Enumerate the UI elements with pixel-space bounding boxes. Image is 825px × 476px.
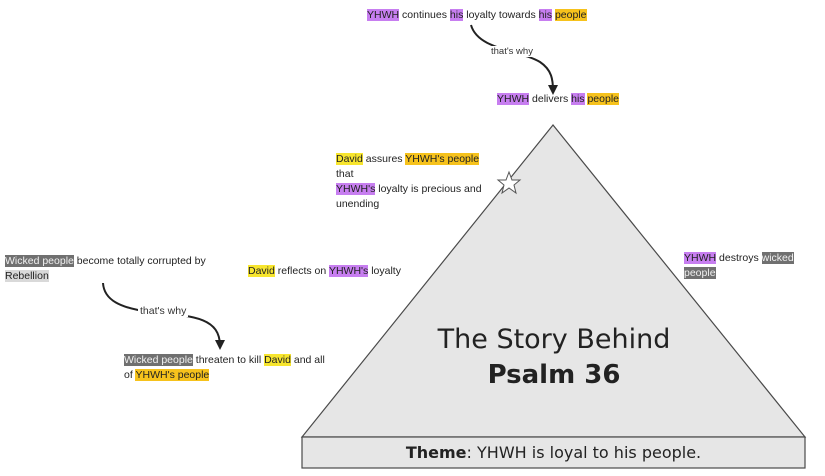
diagram-title: The Story Behind Psalm 36: [420, 322, 688, 392]
highlight-rebellion: Rebellion: [5, 270, 49, 282]
text: and all: [290, 354, 325, 366]
star-icon: [496, 170, 522, 195]
highlight-his: his: [571, 93, 585, 105]
text: loyalty is precious and: [375, 183, 482, 195]
highlight-yhwh: YHWH: [684, 252, 717, 264]
note-david-assures: David assures YHWH's people that YHWH's …: [336, 152, 496, 212]
title-line-1: The Story Behind: [437, 324, 671, 355]
text: reflects on: [274, 265, 329, 277]
highlight-yhwhs: YHWH's: [336, 183, 376, 195]
text: assures: [362, 153, 406, 165]
highlight-his: his: [449, 9, 464, 21]
highlight-yhwh: YHWH: [367, 9, 400, 21]
highlight-wicked-people: Wicked people: [5, 255, 74, 267]
note-wicked-corrupted: Wicked people become totally corrupted b…: [5, 254, 215, 284]
theme-statement: Theme: YHWH is loyal to his people.: [302, 437, 805, 468]
text: destroys: [716, 252, 762, 264]
highlight-david: David: [336, 153, 363, 165]
note-yhwh-continues: YHWH continues his loyalty towards his p…: [367, 8, 587, 23]
note-yhwh-delivers: YHWH delivers his people: [497, 92, 619, 107]
text: loyalty: [368, 265, 401, 277]
text: unending: [336, 198, 380, 210]
highlight-people: people: [554, 9, 587, 21]
text: loyalty towards: [463, 9, 539, 21]
highlight-david: David: [248, 265, 275, 277]
theme-label: Theme: [405, 443, 467, 462]
text: become totally corrupted by: [73, 255, 206, 267]
text: delivers: [529, 93, 572, 105]
highlight-yhwhs: YHWH's: [328, 265, 369, 277]
highlight-his: his: [538, 9, 553, 21]
theme-box: [301, 436, 806, 469]
text: of: [124, 369, 136, 381]
note-yhwh-destroys: YHWH destroys wicked people: [684, 251, 825, 281]
note-wicked-threaten: Wicked people threaten to kill David and…: [124, 353, 334, 383]
highlight-people: people: [587, 93, 619, 105]
left-arrow-label: that's why: [138, 305, 189, 317]
theme-text: : YHWH is loyal to his people.: [466, 443, 702, 462]
highlight-david: David: [264, 354, 291, 366]
highlight-wicked-people: Wicked people: [124, 354, 193, 366]
highlight-yhwhs-people: YHWH's people: [135, 369, 210, 381]
title-line-2: Psalm 36: [487, 360, 621, 390]
top-arrow: [470, 24, 558, 95]
text: continues: [399, 9, 450, 21]
highlight-yhwhs-people: YHWH's people: [405, 153, 480, 165]
note-david-reflects: David reflects on YHWH's loyalty: [248, 264, 401, 279]
highlight-yhwh: YHWH: [497, 93, 530, 105]
text: threaten to kill: [192, 354, 265, 366]
text: that: [336, 168, 354, 180]
top-arrow-label: that's why: [489, 46, 535, 57]
